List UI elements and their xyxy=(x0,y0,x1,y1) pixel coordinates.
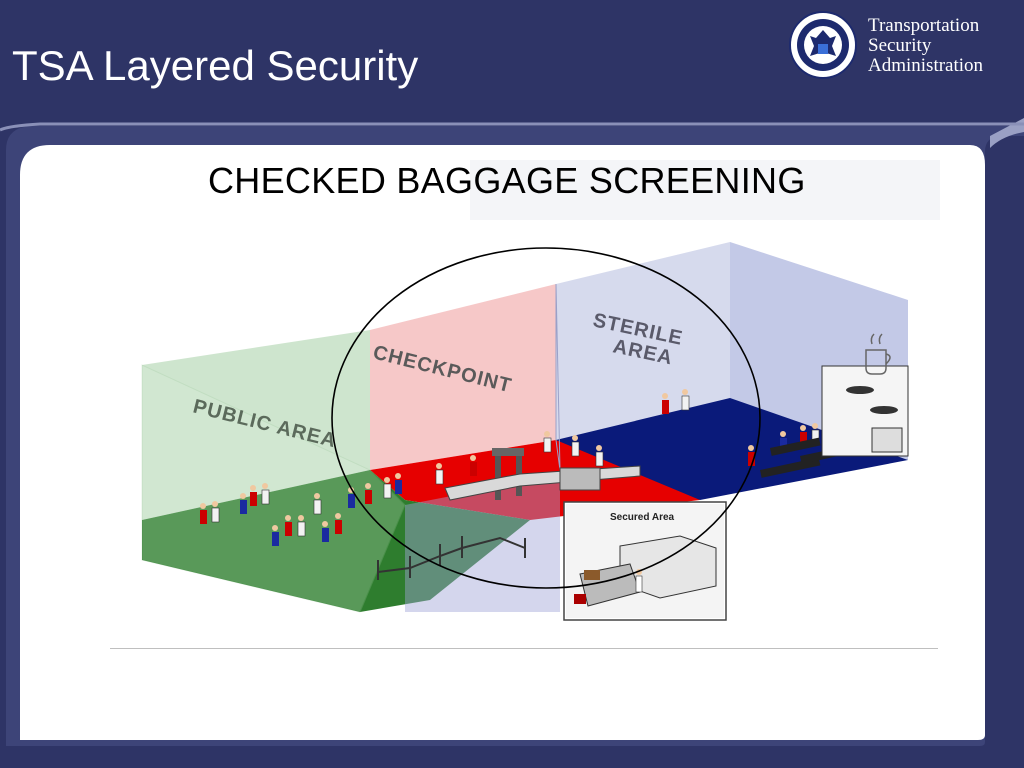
agency-name: Transportation Security Administration xyxy=(868,16,983,76)
dhs-seal-logo xyxy=(789,11,857,79)
agency-line-2: Security xyxy=(868,35,932,56)
secured-area-label: Secured Area xyxy=(610,512,675,523)
agency-line-3: Administration xyxy=(868,55,984,76)
public-floor xyxy=(142,470,530,612)
public-back-wall xyxy=(142,330,370,520)
agency-line-1: Transportation xyxy=(868,15,980,36)
slide-title: TSA Layered Security xyxy=(12,42,419,89)
cafe-area xyxy=(821,365,909,457)
public-front-wall xyxy=(141,364,406,613)
queue-stanchions xyxy=(377,536,526,580)
walk-through-metal-detector xyxy=(492,448,524,500)
slide-subtitle: CHECKED BAGGAGE SCREENING xyxy=(208,160,806,201)
sterile-floor xyxy=(556,398,908,500)
x-ray-conveyor xyxy=(444,465,641,501)
checkpoint-back-wall xyxy=(370,284,556,470)
secured-area-inset: Secured Area xyxy=(563,501,727,621)
coffee-cup-icon xyxy=(865,333,891,375)
bottom-divider xyxy=(110,648,938,649)
screening-highlight-ellipse xyxy=(331,247,761,589)
